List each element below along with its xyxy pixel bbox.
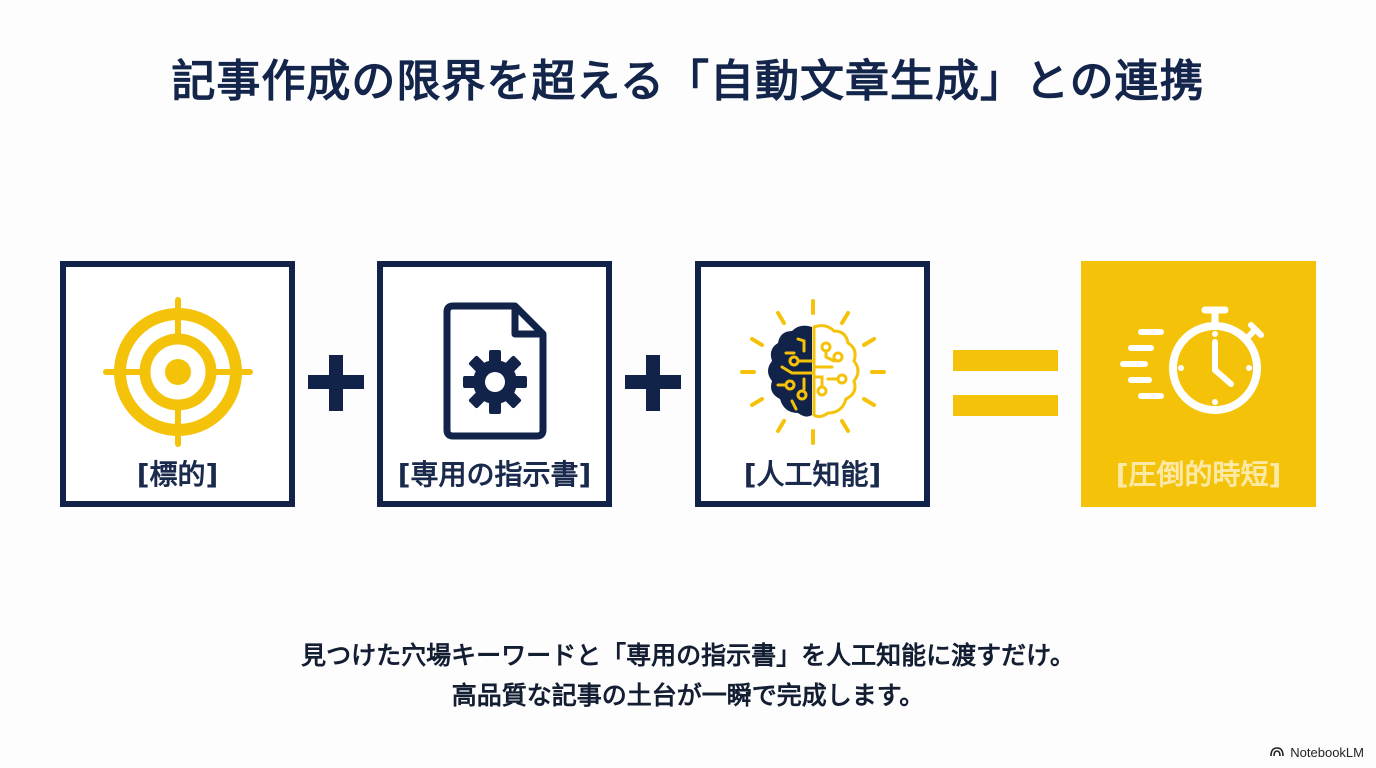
box-label-ai: [人工知能]: [743, 458, 882, 491]
caption-line-2: 高品質な記事の土台が一瞬で完成します。: [451, 681, 925, 710]
document-gear-icon: [383, 297, 606, 447]
slide-title: 記事作成の限界を超える「自動文章生成」との連携: [171, 56, 1205, 107]
plus-icon: [625, 355, 681, 411]
equation-box-instructions: [専用の指示書]: [377, 261, 612, 507]
equation-box-target: [標的]: [60, 261, 295, 507]
box-label-result: [圧倒的時短]: [1115, 458, 1282, 491]
ai-brain-icon: [701, 297, 924, 447]
target-icon: [66, 297, 289, 447]
caption-line-1: 見つけた穴場キーワードと「専用の指示書」を人工知能に渡すだけ。: [301, 641, 1075, 670]
box-label-instructions: [専用の指示書]: [397, 458, 592, 491]
box-label-target: [標的]: [136, 458, 219, 491]
notebooklm-watermark: NotebookLM: [1270, 745, 1364, 760]
notebooklm-logo-icon: [1270, 745, 1285, 760]
equation-box-ai: [人工知能]: [695, 261, 930, 507]
brand-name: NotebookLM: [1290, 745, 1364, 760]
equals-icon: [953, 350, 1058, 418]
equation-box-result: [圧倒的時短]: [1081, 261, 1316, 507]
plus-icon: [308, 355, 364, 411]
stopwatch-speed-icon: [1087, 297, 1310, 447]
